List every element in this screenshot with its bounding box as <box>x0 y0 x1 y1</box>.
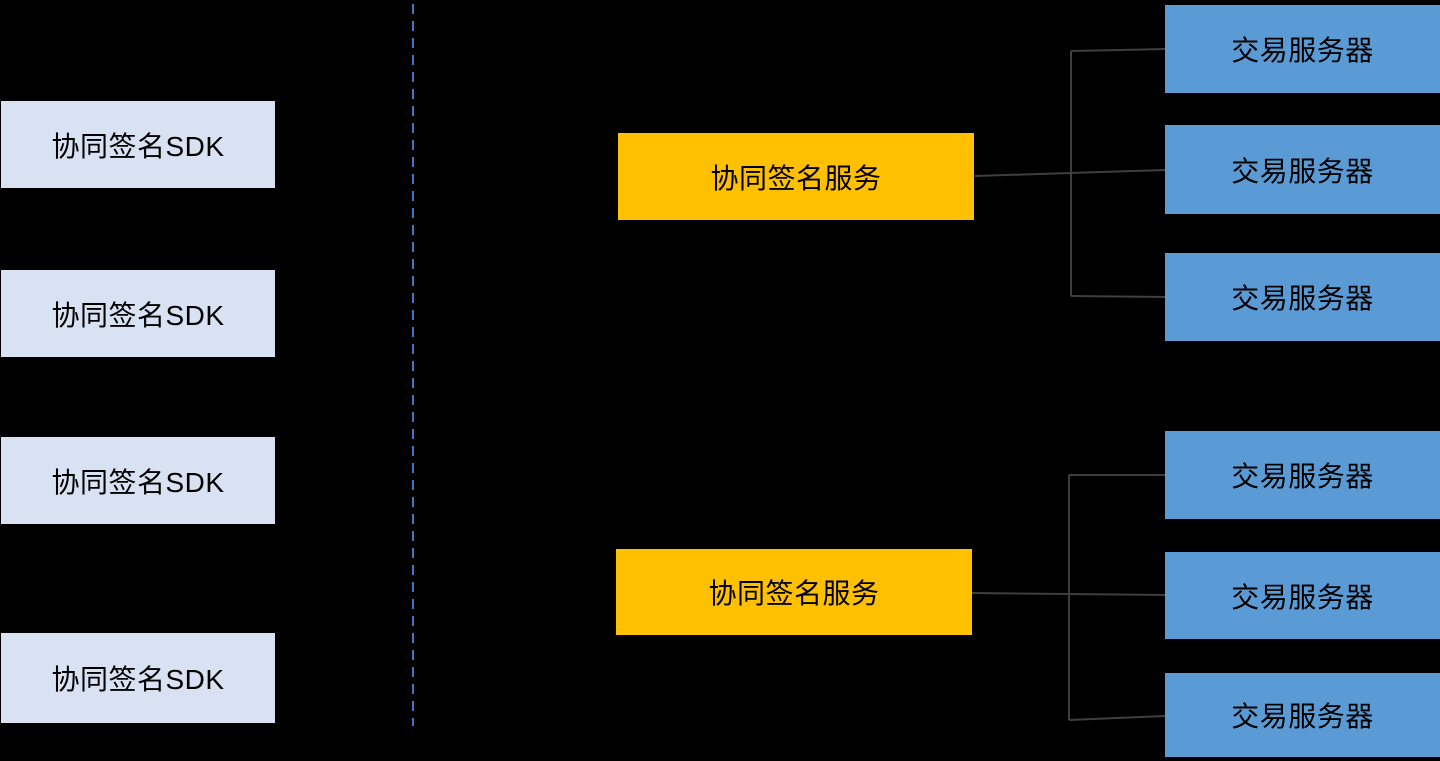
sdk-node-4: 协同签名SDK <box>1 633 275 723</box>
sdk-node-1: 协同签名SDK <box>1 101 275 188</box>
server-node-1: 交易服务器 <box>1165 5 1440 93</box>
server-node-2: 交易服务器 <box>1165 125 1440 214</box>
connector-service1-server1 <box>1070 48 1166 52</box>
connector-service2-server6 <box>1068 715 1166 721</box>
server-node-3: 交易服务器 <box>1165 253 1440 341</box>
service-node-1: 协同签名服务 <box>618 133 974 220</box>
sdk-node-3: 协同签名SDK <box>1 437 275 524</box>
service-node-2: 协同签名服务 <box>616 549 972 635</box>
server-node-5: 交易服务器 <box>1165 552 1440 639</box>
connector-service1-server3 <box>1070 295 1166 298</box>
connector-service1-server2 <box>974 169 1166 177</box>
sdk-node-2: 协同签名SDK <box>1 270 275 357</box>
server-node-6: 交易服务器 <box>1165 673 1440 757</box>
server-node-4: 交易服务器 <box>1165 431 1440 519</box>
connector-service2-server5 <box>971 592 1166 596</box>
